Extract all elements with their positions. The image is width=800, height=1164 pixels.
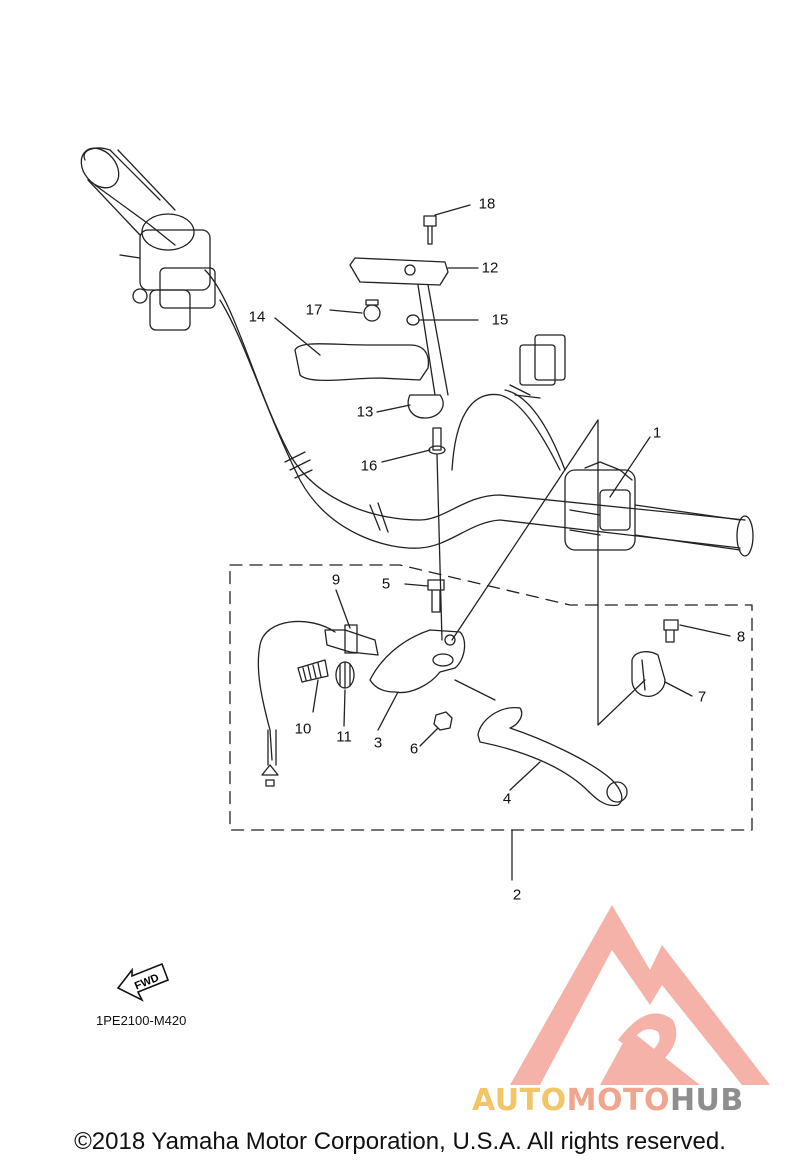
left-grip — [94, 184, 176, 246]
callout-18: 18 — [478, 195, 496, 213]
lever-holder-3 — [369, 629, 466, 694]
hot-start-lever — [294, 343, 430, 382]
bolt-16 — [428, 427, 446, 455]
callout-11: 11 — [336, 728, 352, 746]
callout-6: 6 — [409, 740, 419, 758]
clutch-cable — [257, 620, 336, 787]
bolt-5 — [427, 579, 445, 613]
callout-14: 14 — [248, 308, 266, 326]
locknut-11 — [335, 661, 355, 689]
adjuster-9 — [324, 624, 379, 656]
callout-3: 3 — [373, 734, 383, 752]
callout-13: 13 — [356, 403, 374, 421]
clutch-lever-4 — [454, 679, 628, 807]
washer-15 — [406, 314, 420, 326]
brand-watermark: AUTOMOTOHUB — [472, 1083, 744, 1118]
callout-17: 17 — [305, 301, 323, 319]
brand-moto: MOTO — [566, 1083, 670, 1118]
callout-5: 5 — [381, 575, 391, 593]
bolt-18 — [423, 215, 437, 245]
brand-hub: HUB — [669, 1083, 744, 1118]
collar-17 — [363, 304, 381, 322]
clutch-kit-box — [229, 564, 753, 831]
callout-8: 8 — [736, 628, 746, 646]
fwd-label: FWD — [133, 972, 161, 993]
callout-16: 16 — [360, 457, 378, 475]
callout-7: 7 — [697, 688, 707, 706]
switch-wire — [451, 393, 561, 471]
brand-auto: AUTO — [472, 1083, 567, 1118]
callout-15: 15 — [491, 311, 509, 329]
plate-13 — [407, 394, 444, 419]
handlebar-tube — [204, 269, 746, 521]
nut-6 — [433, 711, 453, 731]
callout-10: 10 — [294, 720, 312, 738]
bolt-8 — [663, 619, 679, 643]
master-cylinder — [119, 213, 216, 331]
callout-2: 2 — [512, 886, 522, 904]
brand-logo — [510, 905, 770, 1085]
copyright-notice: ©2018 Yamaha Motor Corporation, U.S.A. A… — [74, 1128, 726, 1155]
wire-connector — [509, 334, 566, 399]
callout-4: 4 — [502, 790, 512, 808]
bracket-12 — [349, 257, 449, 286]
callout-1: 1 — [652, 424, 662, 442]
adjuster-bolt-10 — [297, 659, 329, 683]
callout-12: 12 — [481, 259, 499, 277]
diagram-code: 1PE2100-M420 — [96, 1013, 187, 1028]
callout-9: 9 — [331, 571, 341, 589]
bracket-7 — [631, 651, 666, 697]
fwd-arrow-icon — [116, 962, 170, 1002]
